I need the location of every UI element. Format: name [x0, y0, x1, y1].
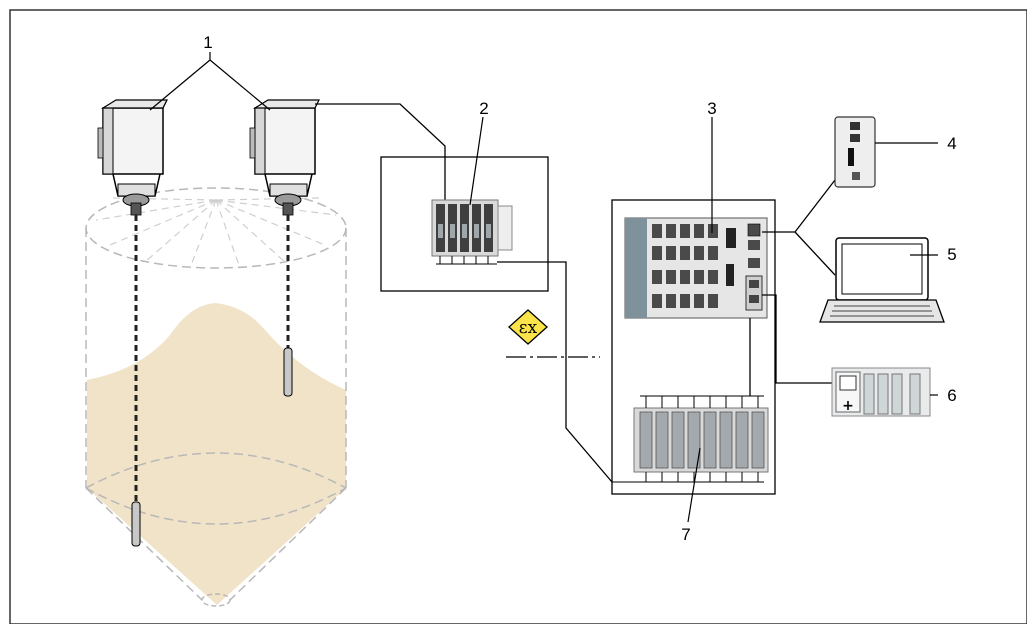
barrier-modules — [431, 199, 513, 265]
silo-cone-right — [229, 487, 347, 601]
callout-7: 7 — [681, 525, 690, 544]
controller-unit — [624, 217, 768, 319]
callout-3: 3 — [707, 99, 716, 118]
laptop — [819, 237, 945, 323]
silo-cylinder-base — [85, 487, 347, 525]
callout-6: 6 — [947, 386, 956, 405]
barrier-enclosure — [380, 156, 549, 292]
callout-1: 1 — [203, 33, 212, 52]
io-modules — [612, 395, 769, 483]
probe-weight-left — [131, 501, 141, 547]
ex-mark-label: εx — [519, 318, 538, 338]
cable-to-plc — [762, 294, 832, 384]
display-module — [834, 116, 876, 188]
silo-cone-left — [85, 487, 203, 601]
ex-zone-badge: εx — [508, 309, 548, 345]
callout-2: 2 — [479, 99, 488, 118]
cable-to-laptop — [794, 231, 836, 276]
silo — [85, 187, 347, 607]
probe-weight-right — [283, 347, 293, 397]
level-sensor-right — [249, 99, 320, 397]
silo-cylinder-base-back — [85, 452, 347, 489]
callout-4: 4 — [947, 134, 956, 153]
callout-5: 5 — [947, 245, 956, 264]
silo-outlet — [201, 593, 231, 607]
control-cabinet — [611, 199, 776, 495]
field-cabling — [315, 103, 613, 483]
svg-text:+: + — [842, 398, 854, 414]
level-sensor-left — [97, 99, 168, 547]
cable-to-hmi — [762, 179, 836, 233]
outer-frame — [9, 9, 1027, 624]
bulk-material — [87, 303, 346, 605]
plc-rack: + — [831, 367, 931, 417]
